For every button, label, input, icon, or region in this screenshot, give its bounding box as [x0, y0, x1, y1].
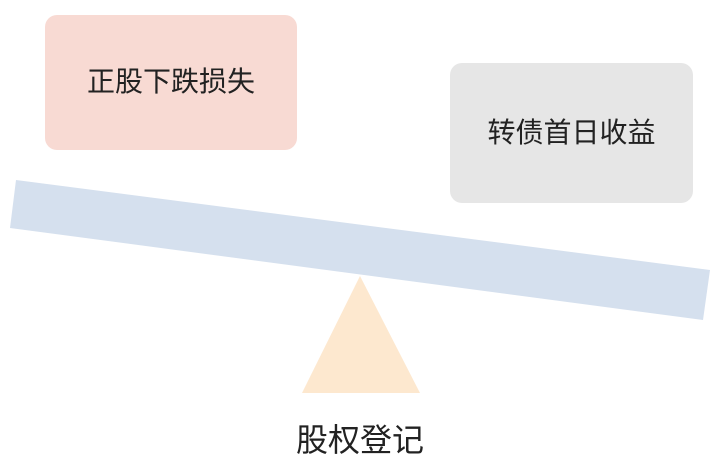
seesaw-beam	[10, 180, 710, 320]
fulcrum-triangle	[302, 276, 420, 393]
fulcrum-label: 股权登记	[295, 421, 424, 459]
bond-gain-text: 转债首日收益	[487, 115, 656, 149]
bond-gain-box: 转债首日收益	[450, 63, 693, 203]
stock-loss-box: 正股下跌损失	[45, 15, 297, 150]
stock-loss-text: 正股下跌损失	[86, 65, 255, 99]
